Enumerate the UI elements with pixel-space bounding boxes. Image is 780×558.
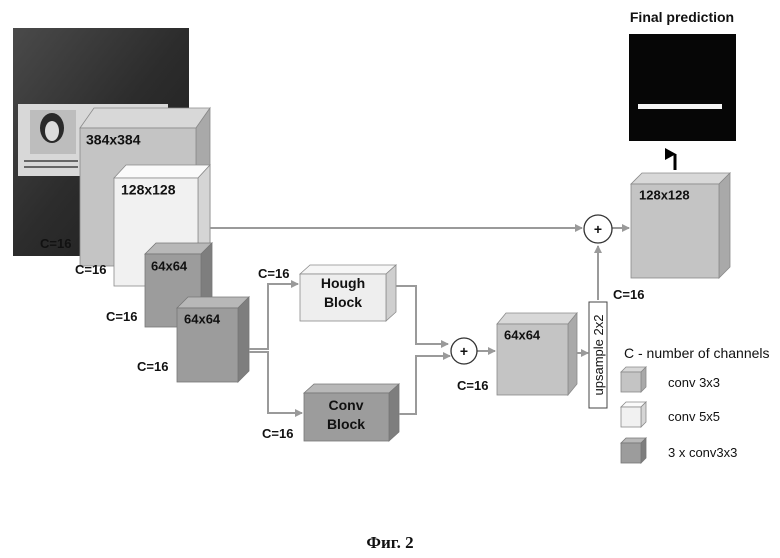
plus-node-merge-symbol: + xyxy=(460,343,468,359)
legend-label-conv5x5: conv 5x5 xyxy=(668,409,720,424)
final-prediction-title: Final prediction xyxy=(630,9,734,25)
legend-item-conv3x3: conv 3x3 xyxy=(621,367,720,392)
legend-label-conv3x3: conv 3x3 xyxy=(668,375,720,390)
legend-item-conv5x5: conv 5x5 xyxy=(621,402,720,427)
hough-block-line2: Block xyxy=(324,294,362,310)
arrow-hough-to-plus xyxy=(396,286,448,344)
legend-title: C - number of channels xyxy=(624,345,770,361)
final-prediction: Final prediction xyxy=(629,9,736,141)
legend-item-3xconv3x3: 3 x conv3x3 xyxy=(621,438,737,463)
legend-swatch-conv3x3 xyxy=(621,372,641,392)
block-64-merged-channels: C=16 xyxy=(457,378,488,393)
block-128-out: 128x128 C=16 xyxy=(613,173,730,302)
block-384-size: 384x384 xyxy=(86,131,141,147)
arrow-to-hough xyxy=(249,284,298,349)
conv-block-line2: Block xyxy=(327,416,365,432)
conv-block-line1: Conv xyxy=(329,397,364,413)
hough-block-line1: Hough xyxy=(321,275,365,291)
upsample-box: upsample 2x2 xyxy=(589,302,607,408)
block-64b-channels: C=16 xyxy=(137,359,168,374)
upsample-label: upsample 2x2 xyxy=(591,315,606,396)
legend-swatch-3xconv3x3 xyxy=(621,443,641,463)
block-128-channels: C=16 xyxy=(75,262,106,277)
conv-block-channels: C=16 xyxy=(262,426,293,441)
figure-caption: Фиг. 2 xyxy=(366,533,413,552)
legend-label-3xconv3x3: 3 x conv3x3 xyxy=(668,445,737,460)
legend-swatch-conv5x5 xyxy=(621,407,641,427)
block-64a-channels: C=16 xyxy=(106,309,137,324)
block-64-merged-size: 64x64 xyxy=(504,328,541,343)
plus-node-merge: + xyxy=(451,338,477,364)
hough-block: Hough Block C=16 xyxy=(258,265,396,321)
block-64b-size: 64x64 xyxy=(184,312,221,327)
arrow-to-conv xyxy=(249,352,302,413)
block-128-out-size: 128x128 xyxy=(639,188,690,203)
plus-node-skip-symbol: + xyxy=(594,221,602,237)
hough-block-channels: C=16 xyxy=(258,266,289,281)
block-128-size: 128x128 xyxy=(121,181,176,197)
arrow-conv-to-plus xyxy=(399,356,450,414)
legend: C - number of channels conv 3x3 conv 5x5… xyxy=(621,345,770,463)
block-128-out-channels: C=16 xyxy=(613,287,644,302)
block-384-channels: C=16 xyxy=(40,236,71,251)
final-prediction-image xyxy=(629,34,736,141)
plus-node-skip: + xyxy=(584,215,612,243)
block-64a-size: 64x64 xyxy=(151,259,188,274)
